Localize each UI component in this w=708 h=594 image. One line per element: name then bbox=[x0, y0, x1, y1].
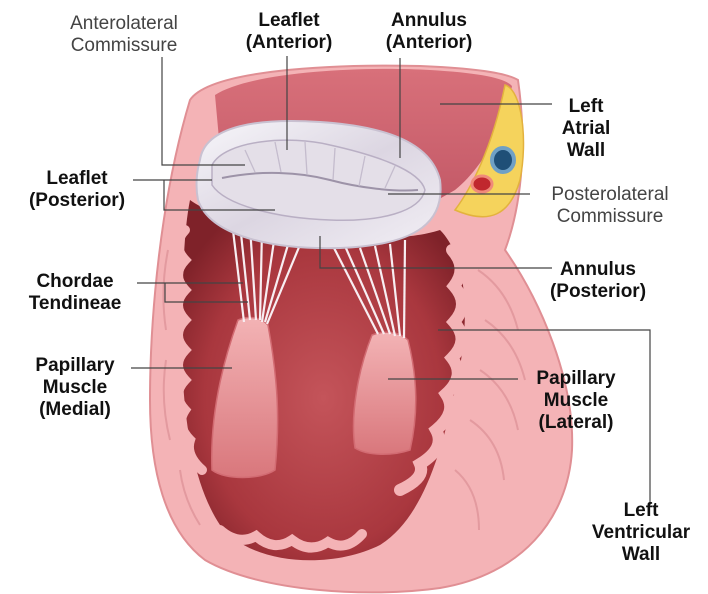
label-annulus-posterior: Annulus (Posterior) bbox=[536, 259, 660, 303]
coronary-artery bbox=[472, 176, 492, 192]
label-papillary-muscle-lateral: Papillary Muscle (Lateral) bbox=[520, 368, 632, 434]
label-papillary-muscle-medial: Papillary Muscle (Medial) bbox=[20, 355, 130, 421]
coronary-vein bbox=[492, 148, 514, 172]
label-anterolateral-commissure: Anterolateral Commissure bbox=[52, 13, 196, 57]
label-posterolateral-commissure: Posterolateral Commissure bbox=[530, 184, 690, 228]
label-chordae-tendineae: Chordae Tendineae bbox=[10, 271, 140, 315]
label-annulus-anterior: Annulus (Anterior) bbox=[370, 10, 488, 54]
label-leaflet-anterior: Leaflet (Anterior) bbox=[234, 10, 344, 54]
label-leaflet-posterior: Leaflet (Posterior) bbox=[14, 168, 140, 212]
label-left-ventricular-wall: Left Ventricular Wall bbox=[574, 500, 708, 566]
label-left-atrial-wall: Left Atrial Wall bbox=[550, 96, 622, 162]
